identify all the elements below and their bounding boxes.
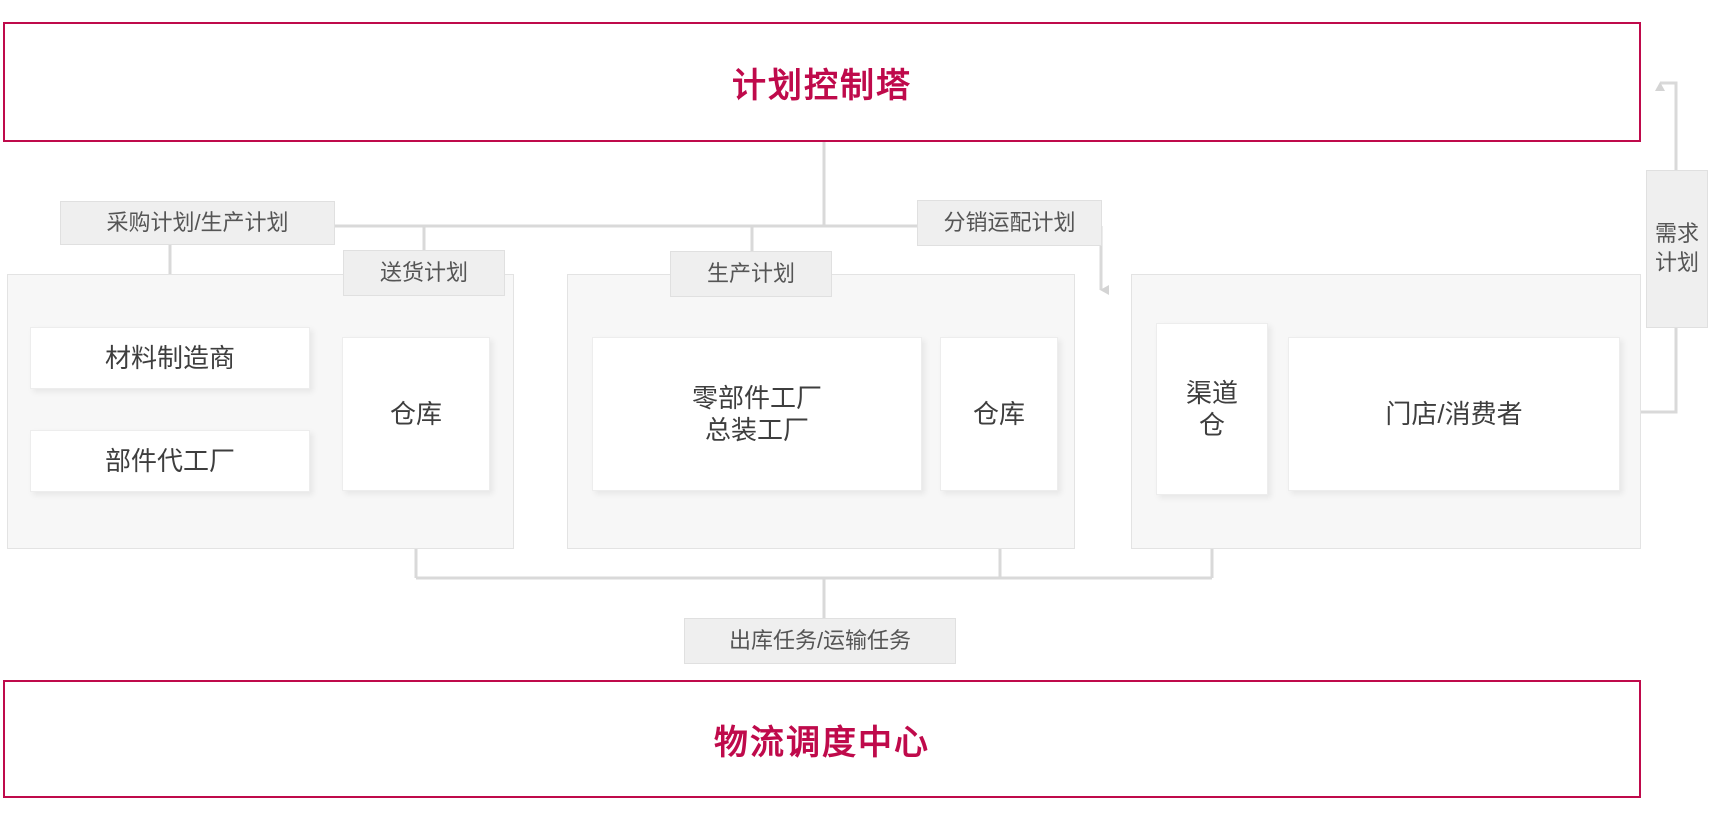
node-component-oem[interactable]: 部件代工厂 [30, 430, 310, 492]
node-warehouse-mid-label: 仓库 [972, 398, 1025, 429]
node-store-consumer[interactable]: 门店/消费者 [1288, 337, 1620, 491]
node-channel-warehouse-label-1: 渠道 [1185, 377, 1238, 408]
node-channel-warehouse[interactable]: 渠道 仓 [1156, 323, 1268, 495]
tag-procurement-production-plan-label: 采购计划/生产计划 [106, 210, 289, 236]
tag-demand-plan-label-1: 需求 [1654, 221, 1699, 247]
node-material-manufacturer-label: 材料制造商 [104, 342, 235, 373]
tag-demand-plan[interactable]: 需求 计划 [1646, 170, 1708, 328]
wire-demand-to-tower [1655, 81, 1678, 170]
tag-production-plan-label: 生产计划 [706, 261, 795, 287]
tag-production-plan[interactable]: 生产计划 [670, 251, 832, 297]
node-store-consumer-label: 门店/消费者 [1385, 398, 1523, 429]
planning-control-tower-title: 计划控制塔 [732, 66, 912, 105]
tag-outbound-transport-task-label: 出库任务/运输任务 [728, 628, 912, 654]
node-warehouse-left[interactable]: 仓库 [342, 337, 490, 491]
node-channel-warehouse-label-2: 仓 [1198, 410, 1225, 440]
logistics-dispatch-center-banner[interactable]: 物流调度中心 [3, 680, 1641, 798]
tag-demand-plan-label-2: 计划 [1654, 250, 1699, 275]
tag-outbound-transport-task[interactable]: 出库任务/运输任务 [684, 618, 956, 664]
tag-procurement-production-plan[interactable]: 采购计划/生产计划 [60, 201, 335, 245]
node-parts-assembly-factory[interactable]: 零部件工厂 总装工厂 [592, 337, 922, 491]
tag-distribution-plan-label: 分销运配计划 [943, 210, 1076, 236]
node-assembly-factory-label: 总装工厂 [704, 415, 809, 445]
tag-distribution-plan[interactable]: 分销运配计划 [917, 200, 1102, 246]
tag-delivery-plan[interactable]: 送货计划 [343, 250, 505, 296]
node-parts-factory-label: 零部件工厂 [691, 382, 822, 413]
planning-control-tower-banner[interactable]: 计划控制塔 [3, 22, 1641, 142]
node-warehouse-mid[interactable]: 仓库 [940, 337, 1058, 491]
tag-delivery-plan-label: 送货计划 [379, 260, 468, 286]
node-material-manufacturer[interactable]: 材料制造商 [30, 327, 310, 389]
logistics-dispatch-center-title: 物流调度中心 [714, 723, 930, 762]
node-component-oem-label: 部件代工厂 [104, 445, 235, 476]
node-warehouse-left-label: 仓库 [389, 398, 442, 429]
